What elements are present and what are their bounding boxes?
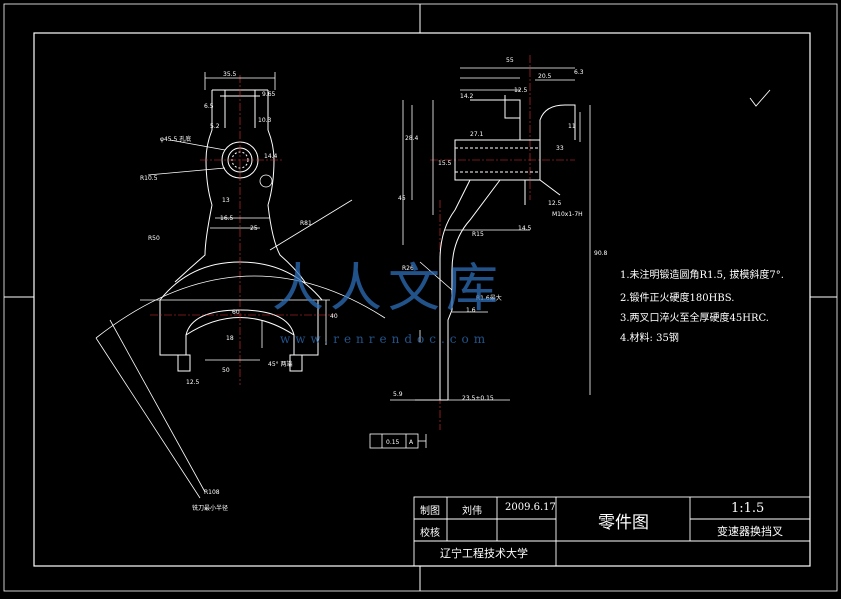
dim-text: A [409, 439, 414, 446]
dim-text: 5.9 [393, 391, 403, 398]
dim-text: 23.5±0.15 [462, 395, 494, 402]
drawn-by-label: 制图 [420, 506, 440, 517]
dim-text: 45° 两端 [268, 360, 293, 368]
dim-text: 60 [232, 309, 240, 316]
dim-text: 55 [506, 57, 514, 64]
dim-text: R108 [204, 489, 220, 496]
dim-text: 14.4 [264, 153, 278, 160]
dim-text: 14.5 [518, 225, 532, 232]
dim-text: 6.5 [204, 103, 214, 110]
note-2: 2.锻件正火硬度180HBS. [620, 293, 735, 304]
dimension-labels: 35.5 9.65 6.5 5.2 10.3 φ45.5 孔底 R10.5 14… [140, 57, 608, 512]
dim-text: 14.2 [460, 93, 474, 100]
centerlines [150, 55, 575, 430]
side-view-dimensions [369, 67, 591, 449]
roughness-symbol [749, 89, 771, 107]
dim-text: φ45.5 孔底 [160, 135, 191, 143]
dim-text: 16.5 [220, 215, 234, 222]
dim-text: 18 [226, 335, 234, 342]
dim-text: R10.5 [140, 175, 158, 182]
drawing-type: 零件图 [598, 513, 649, 533]
dim-text: M10x1-7H [552, 211, 583, 218]
front-view [159, 89, 323, 372]
dim-text: R1.6最大 [476, 294, 502, 302]
note-3: 3.两叉口淬火至全厚硬度45HRC. [620, 313, 769, 324]
dim-text: 12.5 [514, 87, 528, 94]
watermark-url: www.renrendoc.com [280, 332, 491, 346]
school-name: 辽宁工程技术大学 [440, 547, 528, 560]
drawing-scale: 1:1.5 [731, 501, 765, 516]
dim-text: 5.2 [210, 123, 220, 130]
drawing-date: 2009.6.17 [505, 502, 556, 513]
note-4: 4.材料: 35钢 [620, 333, 679, 344]
dim-text: R26 [402, 265, 414, 272]
front-view-dimensions [95, 72, 386, 499]
dim-text: 6.3 [574, 69, 584, 76]
dim-text: 铣刀最小半径 [192, 504, 228, 512]
dim-text: 1.6 [466, 307, 476, 314]
dim-text: 27.1 [470, 131, 484, 138]
dim-text: 35.5 [223, 71, 237, 78]
dim-text: R81 [300, 220, 312, 227]
check-label: 校核 [420, 528, 440, 539]
dim-text: R15 [472, 231, 484, 238]
dim-text: 12.5 [186, 379, 200, 386]
title-block-frame [413, 496, 811, 567]
dim-text: 11 [568, 123, 576, 130]
dim-text: 33 [556, 145, 564, 152]
dim-text: 40 [330, 313, 338, 320]
dim-text: 20.5 [538, 73, 552, 80]
dim-text: 10.3 [258, 117, 272, 124]
dim-text: 12.5 [548, 200, 562, 207]
dim-text: 13 [222, 197, 230, 204]
dim-text: 28.4 [405, 135, 419, 142]
dim-text: 0.15 [386, 439, 400, 446]
dim-text: 25 [250, 225, 258, 232]
dim-text: 9.65 [262, 91, 276, 98]
dim-text: R50 [148, 235, 160, 242]
dim-text: 50 [222, 367, 230, 374]
part-name: 变速器换挡叉 [717, 525, 783, 538]
note-1: 1.未注明锻造圆角R1.5, 拔模斜度7°. [620, 270, 784, 281]
dim-text: 45 [398, 195, 406, 202]
dim-text: 15.5 [438, 160, 452, 167]
side-view [439, 95, 576, 401]
dim-text: 90.8 [594, 250, 608, 257]
drawn-by-name: 刘伟 [462, 506, 482, 517]
watermark-logo: 人人文库 [272, 259, 505, 319]
